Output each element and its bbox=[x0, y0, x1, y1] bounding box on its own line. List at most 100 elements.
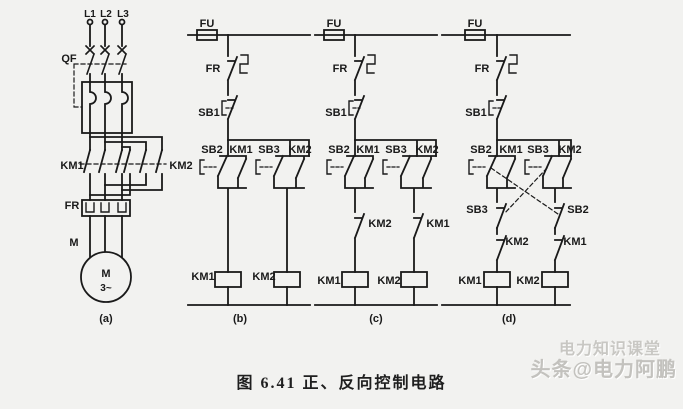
phase-wires bbox=[89, 23, 123, 83]
panel-b-sb1-actuator bbox=[221, 100, 227, 116]
panel-c-km1-coil-label: KM1 bbox=[317, 275, 340, 287]
panel-d-right-pair bbox=[541, 154, 573, 203]
qf-trip-elements bbox=[89, 81, 129, 151]
panel-d-sb1-actuator bbox=[488, 100, 494, 116]
panel-d-fuse-icon bbox=[464, 29, 486, 41]
panel-d-sb3-actuator bbox=[524, 159, 530, 175]
panel-d-fu-label: FU bbox=[468, 18, 483, 30]
panel-c-control-circuit: FU FR SB1 SB2 KM1 SB3 KM2 KM2 KM1 KM1 KM… bbox=[314, 18, 450, 325]
qf-linkage-dashed bbox=[73, 63, 127, 108]
panel-c-km1-seal-label: KM1 bbox=[356, 144, 379, 156]
panel-c-sb1-actuator bbox=[348, 100, 354, 116]
panel-d-km2-seal-label: KM2 bbox=[558, 144, 581, 156]
panel-c-km2-seal-label: KM2 bbox=[415, 144, 438, 156]
panel-c-branch-bus bbox=[354, 139, 437, 157]
panel-c-sb1-label: SB1 bbox=[325, 107, 346, 119]
motor-leads bbox=[89, 215, 123, 259]
panel-c-right-pair bbox=[399, 154, 437, 213]
qf-breaker-symbol bbox=[84, 44, 128, 76]
panel-b-sb2-label: SB2 bbox=[201, 144, 222, 156]
panel-d-coil-drops bbox=[496, 286, 556, 306]
panel-d-button-cross-links bbox=[490, 167, 559, 215]
panel-b-km1-seal-label: KM1 bbox=[229, 144, 252, 156]
panel-d-control-circuit: FU FR SB1 SB2 KM1 SB3 KM2 SB3 SB2 KM2 KM… bbox=[441, 18, 589, 325]
panel-d-label: (d) bbox=[502, 313, 516, 325]
panel-b-fr-label: FR bbox=[206, 63, 221, 75]
panel-b-km1-coil-label: KM1 bbox=[191, 271, 214, 283]
panel-c-sb3-label: SB3 bbox=[385, 144, 406, 156]
panel-c-fu-label: FU bbox=[327, 18, 342, 30]
motor-phase: 3~ bbox=[100, 283, 112, 294]
panel-b-coil-drops bbox=[227, 286, 288, 306]
panel-d-sb2-interlock-label: SB2 bbox=[567, 204, 588, 216]
km2-label: KM2 bbox=[169, 160, 192, 172]
panel-d-fr-label: FR bbox=[475, 63, 490, 75]
panel-d-sb2-label: SB2 bbox=[470, 144, 491, 156]
qf-trip-box bbox=[81, 81, 133, 134]
panel-d-km2-interlock-label: KM2 bbox=[505, 236, 528, 248]
panel-b-rails bbox=[187, 34, 311, 306]
panel-c-km2-interlock-contact bbox=[353, 212, 366, 273]
panel-c-km2-coil-label: KM2 bbox=[377, 275, 400, 287]
panel-d-sb3-interlock-contact bbox=[495, 202, 508, 230]
panel-d-branch-bus bbox=[496, 139, 572, 157]
panel-c-sb2-actuator bbox=[326, 159, 332, 175]
fr-heater-elements bbox=[85, 202, 127, 213]
panel-d-sb2-actuator bbox=[468, 159, 474, 175]
km2-main-contacts bbox=[122, 148, 164, 174]
phase-label-l1: L1 bbox=[84, 9, 96, 20]
phase-label-l2: L2 bbox=[100, 9, 112, 20]
motor-name: M bbox=[101, 268, 110, 280]
panel-b-km2-coil bbox=[273, 271, 301, 288]
panel-d-sb3-interlock-label: SB3 bbox=[466, 204, 487, 216]
panel-b-fr-hook bbox=[239, 54, 249, 74]
panel-b-km2-seal-label: KM2 bbox=[288, 144, 311, 156]
panel-b-km2-coil-label: KM2 bbox=[252, 271, 275, 283]
panel-b-fu-label: FU bbox=[200, 18, 215, 30]
panel-d-main-drop bbox=[495, 34, 508, 157]
panel-c-sb3-actuator bbox=[382, 159, 388, 175]
panel-d-km1-coil-label: KM1 bbox=[458, 275, 481, 287]
panel-d-sb2-interlock-contact bbox=[553, 202, 566, 230]
panel-d-left-pair bbox=[485, 154, 517, 203]
phase-terminal-l2 bbox=[101, 18, 109, 26]
panel-c-km1-interlock-contact bbox=[412, 212, 425, 273]
panel-c-main-drop bbox=[353, 34, 366, 157]
panel-c-fr-label: FR bbox=[333, 63, 348, 75]
panel-b-main-drop bbox=[226, 34, 239, 157]
panel-b-sb1-label: SB1 bbox=[198, 107, 219, 119]
panel-b-sb3-label: SB3 bbox=[258, 144, 279, 156]
phase-label-l3: L3 bbox=[117, 9, 129, 20]
panel-b-control-circuit: FU FR SB1 SB2 KM1 SB3 KM2 KM1 KM2 (b) bbox=[187, 18, 312, 325]
panel-d-fr-hook bbox=[508, 54, 518, 74]
panel-b-right-pair bbox=[272, 154, 310, 273]
motor-wire-label: M bbox=[69, 237, 78, 249]
panel-b-km1-coil bbox=[214, 271, 242, 288]
panel-d-km1-seal-label: KM1 bbox=[499, 144, 522, 156]
motor-circle bbox=[80, 251, 132, 303]
panel-c-km1-interlock-label: KM1 bbox=[426, 218, 449, 230]
km2-upper-routing bbox=[89, 136, 163, 151]
km1-label: KM1 bbox=[60, 160, 83, 172]
panel-d-rails bbox=[441, 34, 571, 306]
panel-d-km-interlock-contacts bbox=[495, 227, 566, 273]
panel-d-sb1-label: SB1 bbox=[465, 107, 486, 119]
fr-heater-box bbox=[81, 199, 131, 217]
km1-main-contacts bbox=[82, 148, 124, 201]
km2-lower-crossover bbox=[89, 173, 163, 196]
qf-label: QF bbox=[61, 53, 77, 65]
panel-b-branch-bus bbox=[227, 139, 310, 157]
panel-c-sb2-label: SB2 bbox=[328, 144, 349, 156]
panel-b-fuse-icon bbox=[196, 29, 218, 41]
panel-c-km2-coil bbox=[400, 271, 428, 288]
panel-a-main-circuit: L1 L2 L3 QF KM1 KM2 FR M M 3~ (a) bbox=[60, 9, 192, 325]
panel-c-rails bbox=[314, 34, 438, 306]
panel-c-coil-drops bbox=[354, 286, 415, 306]
panel-d-km2-coil bbox=[541, 271, 569, 288]
panel-c-left-pair bbox=[343, 154, 375, 213]
panel-c-label: (c) bbox=[369, 313, 383, 325]
panel-a-label: (a) bbox=[99, 313, 113, 325]
panel-c-fr-hook bbox=[366, 54, 376, 74]
